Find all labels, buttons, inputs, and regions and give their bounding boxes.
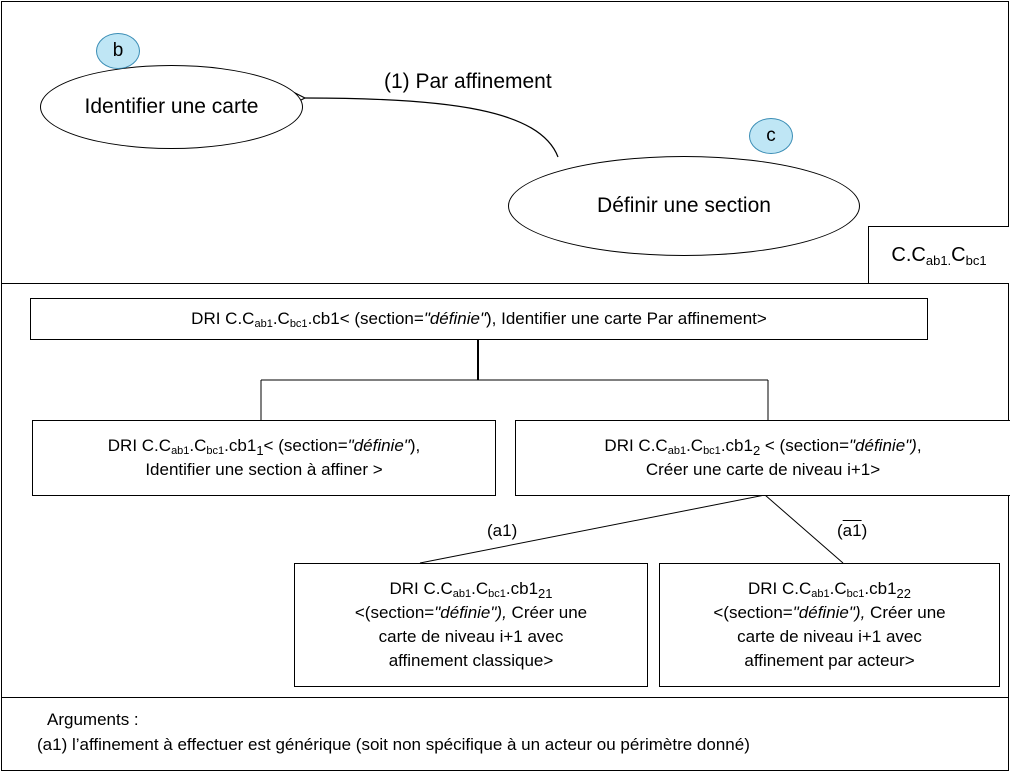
leaf22-line3: carte de niveau i+1 avec [737, 627, 922, 646]
badge-b: b [96, 33, 140, 69]
root-value: "définie" [423, 309, 486, 328]
child1-sub-bc: bc1 [206, 445, 225, 457]
leaf21-line3: carte de niveau i+1 avec [378, 627, 564, 646]
leaf22-value: "définie"), [792, 603, 866, 622]
context-sub1: ab1. [925, 253, 952, 268]
child1-line2: Identifier une section à affiner > [145, 460, 383, 479]
leaf21-sub-bc: bc1 [488, 588, 506, 600]
leaf21-sub-ab: ab1 [452, 588, 472, 600]
child2-sub-bc: bc1 [703, 445, 721, 457]
bottom-divider [1, 697, 1009, 698]
context-base: C.C [891, 244, 926, 266]
leaf22-dot: .C [829, 579, 847, 598]
leaf21-dot: .C [471, 579, 489, 598]
child2-dot: .C [686, 436, 704, 455]
leaf21-line4: affinement classique> [388, 651, 554, 670]
branch-label-a1: (a1) [487, 521, 518, 540]
child1-rest: ), [409, 436, 421, 455]
child1-id-sub: 1 [256, 443, 264, 458]
child1-id: .cb1 [224, 436, 257, 455]
leaf22-prefix: DRI C.C [748, 579, 812, 598]
child2-prefix: DRI C.C [604, 436, 668, 455]
badge-c: c [749, 118, 793, 154]
root-sub-bc: bc1 [289, 318, 308, 330]
leaf21-open: <(section= [354, 603, 435, 622]
leaf21-value: "définie"), [434, 603, 507, 622]
child1-open: < (section= [263, 436, 348, 455]
leaf22-open: <(section= [713, 603, 793, 622]
branch-label-not-a1-text: a1 [842, 521, 862, 540]
branch-label-not-a1: (a1) [837, 521, 868, 540]
child2-dri-box: DRI C.Cab1.Cbc1.cb12 < (section="définie… [515, 420, 1010, 496]
arguments-title: Arguments : [47, 710, 139, 729]
leaf22-id: .cb1 [864, 579, 897, 598]
leaf22-dri-box: DRI C.Cab1.Cbc1.cb122 <(section="définie… [659, 563, 1000, 687]
child1-sub-ab: ab1 [171, 445, 190, 457]
child1-prefix: DRI C.C [107, 436, 172, 455]
root-dot: .C [272, 309, 290, 328]
goal-define-section: Définir une section [508, 156, 860, 256]
leaf22-line4: affinement par acteur> [744, 651, 915, 670]
edge-label-refinement: (1) Par affinement [384, 70, 552, 93]
leaf22-sub-bc: bc1 [846, 588, 865, 600]
root-sub-ab: ab1 [254, 318, 273, 330]
root-open: < (section= [339, 309, 424, 328]
root-rest: ), Identifier une carte Par affinement> [485, 309, 767, 328]
leaf22-id-sub: 22 [896, 586, 911, 601]
child2-rest: , [916, 436, 922, 455]
child2-open: < (section= [760, 436, 850, 455]
goal-identify-map-label: Identifier une carte [84, 95, 259, 118]
context-label: C.Cab1.Cbc1 [868, 226, 1009, 284]
context-mid: C [951, 244, 966, 266]
child1-value: "définie" [347, 436, 410, 455]
child2-value: "définie") [849, 436, 917, 455]
leaf22-sub-ab: ab1 [811, 588, 830, 600]
root-prefix: DRI C.C [191, 309, 255, 328]
root-id: .cb1 [307, 309, 340, 328]
top-divider [1, 283, 1009, 284]
leaf21-rest: Créer une [506, 603, 588, 622]
edge-a1 [419, 494, 766, 564]
goal-identify-map: Identifier une carte [40, 65, 303, 149]
root-dri-box: DRI C.Cab1.Cbc1.cb1< (section="définie")… [30, 298, 928, 340]
leaf21-id-sub: 21 [538, 586, 553, 601]
leaf21-prefix: DRI C.C [389, 579, 453, 598]
child2-sub-ab: ab1 [667, 445, 687, 457]
badge-c-label: c [766, 125, 776, 146]
leaf21-dri-box: DRI C.Cab1.Cbc1.cb121 <(section="définie… [294, 563, 648, 687]
child2-line2: Créer une carte de niveau i+1> [645, 460, 881, 479]
child1-dot: .C [189, 436, 207, 455]
badge-b-label: b [112, 40, 124, 61]
leaf21-id: .cb1 [505, 579, 539, 598]
child2-id-sub: 2 [752, 443, 761, 458]
refinement-edge [305, 98, 559, 158]
goal-define-section-label: Définir une section [597, 194, 771, 217]
leaf22-rest: Créer une [865, 603, 946, 622]
edge-not-a1 [764, 494, 844, 564]
argument-a1: (a1) l’affinement à effectuer est généri… [37, 735, 750, 754]
context-sub2: bc1 [965, 253, 987, 268]
child1-dri-box: DRI C.Cab1.Cbc1.cb11< (section="définie"… [32, 420, 496, 496]
child2-id: .cb1 [720, 436, 753, 455]
